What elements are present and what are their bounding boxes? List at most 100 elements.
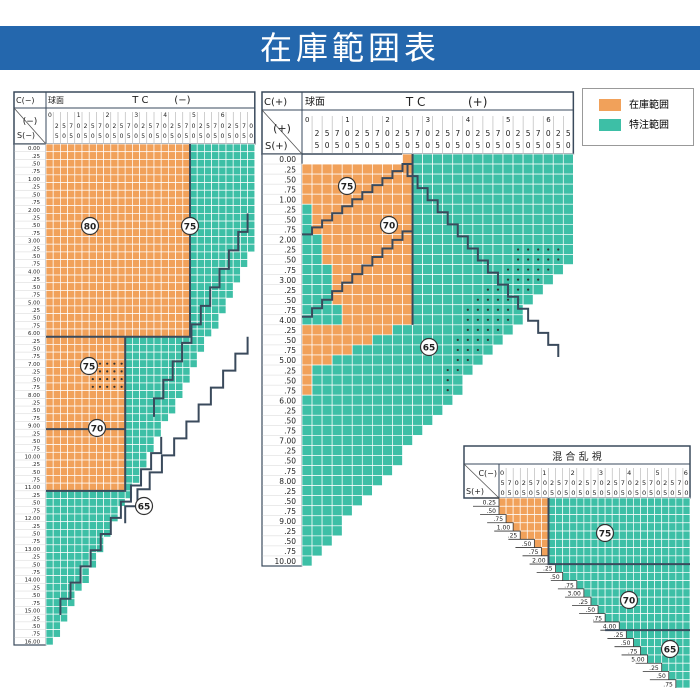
grid-cell [611, 605, 620, 615]
grid-cell [392, 435, 403, 446]
grid-cell [232, 166, 241, 176]
grid-cell [311, 274, 323, 285]
grid-cell [110, 459, 119, 469]
grid-cell [392, 173, 403, 185]
minus-s-value: 16.00 [25, 639, 41, 645]
plus-frac2: 0 [425, 141, 430, 150]
grid-cell [153, 367, 162, 376]
grid-cell [341, 244, 353, 255]
grid-cell [562, 193, 574, 205]
grid-cell [67, 297, 76, 307]
grid-cell [45, 151, 54, 160]
grid-cell [341, 264, 353, 275]
grid-cell [45, 259, 54, 268]
grid-cell [96, 313, 104, 322]
grid-cell [590, 580, 599, 590]
grid-cell [103, 444, 112, 453]
grid-cell [160, 328, 169, 338]
grid-cell [175, 266, 184, 276]
grid-cell [675, 654, 684, 664]
grid-cell [625, 629, 634, 639]
grid-cell [555, 514, 564, 524]
grid-cell [311, 445, 323, 456]
grid-cell [103, 274, 112, 284]
grid-cell [67, 382, 76, 391]
minus-s-value: .50 [31, 347, 40, 353]
grid-cell [675, 547, 684, 557]
minus-s-value: .25 [31, 616, 40, 622]
grid-cell [110, 475, 119, 484]
grid-cell [110, 436, 119, 445]
grid-cell [311, 485, 323, 497]
grid-cell [110, 505, 119, 515]
grid-cell [218, 166, 227, 176]
special-dot [506, 308, 510, 311]
grid-cell [361, 445, 373, 456]
grid-cell [321, 183, 333, 195]
special-dot [486, 328, 490, 331]
grid-cell [110, 498, 119, 507]
grid-cell [67, 359, 76, 368]
grid-cell [146, 367, 155, 376]
grid-cell [482, 344, 494, 356]
zone-label: 70 [91, 425, 104, 435]
plus-lens-label: 球面 [305, 95, 325, 108]
plus-s-value: .50 [284, 216, 296, 225]
grid-cell [301, 193, 313, 205]
grid-cell [189, 151, 198, 160]
grid-cell [160, 159, 169, 168]
grid-cell [402, 435, 413, 446]
grid-cell [321, 465, 333, 476]
grid-cell [522, 153, 534, 165]
special-dot [537, 278, 540, 281]
grid-cell [532, 234, 544, 245]
minus-s-value: 4.00 [28, 269, 41, 275]
grid-cell [146, 213, 155, 222]
grid-cell [182, 313, 191, 322]
grid-cell [52, 143, 61, 153]
grid-cell [412, 284, 423, 296]
grid-cell [331, 163, 343, 175]
grid-cell [168, 390, 176, 399]
grid-cell [505, 497, 514, 507]
grid-cell [153, 320, 162, 330]
grid-cell [160, 405, 169, 415]
grid-cell [45, 629, 54, 638]
grid-cell [372, 384, 383, 396]
grid-cell [654, 621, 663, 631]
grid-cell [412, 294, 423, 306]
plus-frac1: 7 [335, 129, 340, 138]
grid-cell [382, 364, 393, 376]
grid-cell [482, 163, 494, 175]
grid-cell [372, 163, 383, 175]
grid-cell [552, 163, 564, 175]
grid-cell [117, 475, 126, 484]
grid-cell [60, 482, 68, 492]
grid-cell [422, 394, 434, 406]
grid-cell [124, 459, 133, 469]
grid-cell [321, 535, 333, 547]
grid-cell [611, 555, 620, 565]
grid-cell [74, 552, 83, 561]
grid-cell [225, 159, 234, 168]
grid-cell [361, 284, 373, 296]
grid-cell [211, 182, 220, 191]
mixed-frac2: 5 [635, 489, 639, 497]
grid-cell [625, 547, 634, 557]
grid-cell [45, 166, 54, 176]
grid-cell [675, 621, 684, 631]
grid-cell [382, 264, 393, 275]
plus-frac1: 5 [405, 129, 410, 138]
grid-cell [175, 290, 184, 299]
grid-cell [442, 284, 454, 296]
grid-cell [301, 555, 313, 567]
grid-cell [67, 475, 76, 484]
grid-cell [52, 575, 61, 584]
grid-cell [569, 571, 578, 581]
grid-cell [117, 274, 126, 284]
grid-cell [569, 538, 578, 548]
grid-cell [321, 254, 333, 265]
grid-cell [139, 174, 148, 183]
grid-cell [45, 636, 54, 646]
grid-cell [218, 182, 227, 191]
